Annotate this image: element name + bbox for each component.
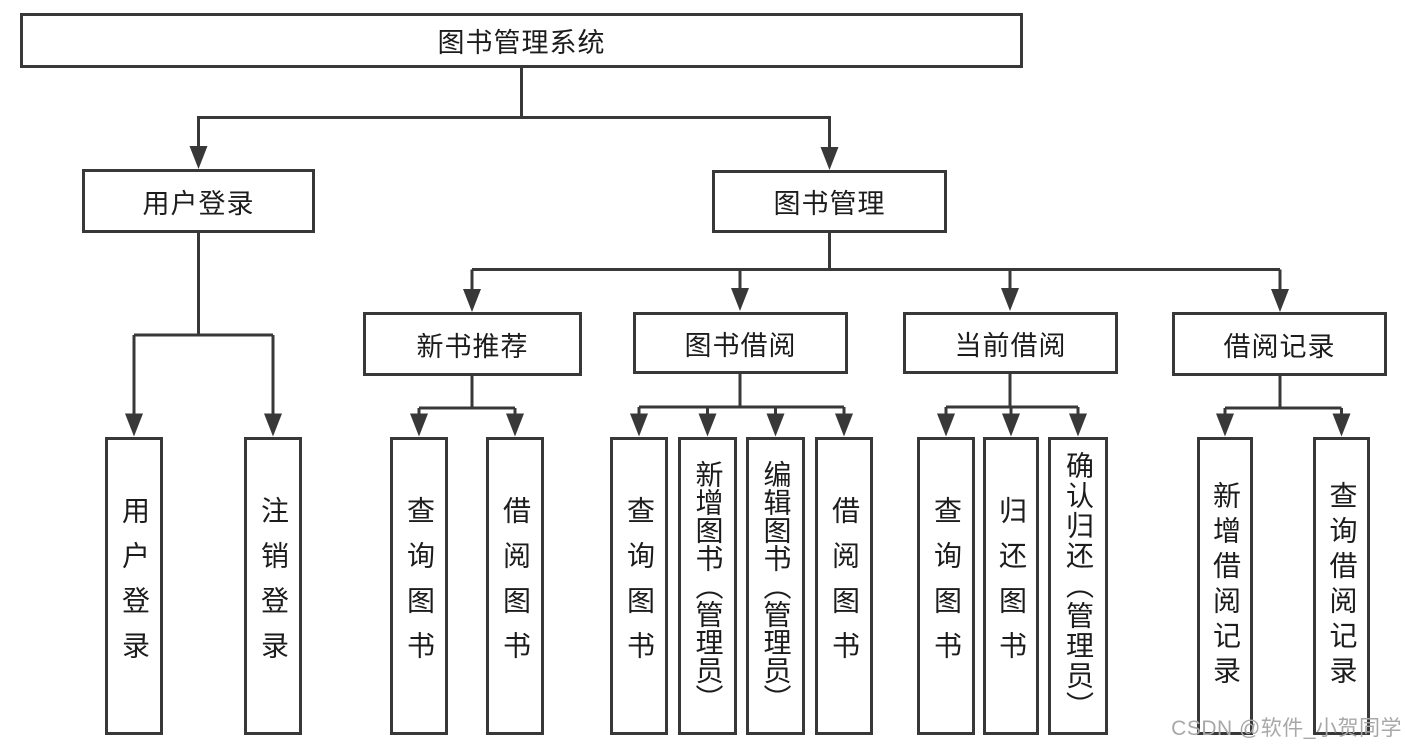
leaf-borrow-add-books-admin-label: 新增图书（管理员） (692, 460, 724, 712)
node-borrow-records-label: 借阅记录 (1223, 331, 1336, 362)
leaf-current-confirm-return-admin: 确认归还（管理员） (1048, 437, 1108, 735)
leaf-records-add-record: 新增借阅记录 (1197, 437, 1253, 735)
leaf-records-query-record-label: 查询借阅记录 (1326, 481, 1358, 691)
node-current-borrow: 当前借阅 (903, 312, 1118, 374)
leaf-current-return-books-label: 归还图书 (996, 496, 1027, 676)
leaf-user-login-label: 用户登录 (119, 496, 150, 676)
leaf-borrow-edit-books-admin-label: 编辑图书（管理员） (760, 460, 792, 712)
node-user-login: 用户登录 (82, 169, 315, 233)
leaf-current-query-books: 查询图书 (917, 437, 975, 735)
leaf-logout-label: 注销登录 (258, 496, 289, 676)
leaf-records-add-record-label: 新增借阅记录 (1210, 481, 1241, 691)
node-current-borrow-label: 当前借阅 (954, 330, 1067, 361)
leaf-records-query-record: 查询借阅记录 (1313, 437, 1370, 735)
leaf-borrow-borrow-books: 借阅图书 (815, 437, 873, 735)
leaf-recommend-borrow-books: 借阅图书 (486, 437, 544, 735)
node-new-book-recommend-label: 新书推荐 (416, 331, 529, 362)
leaf-current-return-books: 归还图书 (983, 437, 1039, 735)
node-library-management-system: 图书管理系统 (20, 13, 1023, 68)
leaf-user-login: 用户登录 (105, 437, 163, 735)
leaf-recommend-query-books: 查询图书 (390, 437, 448, 735)
node-library-management-system-label: 图书管理系统 (437, 28, 606, 58)
leaf-current-confirm-return-admin-label: 确认归还（管理员） (1063, 451, 1094, 721)
leaf-borrow-borrow-books-label: 借阅图书 (829, 496, 860, 676)
node-book-borrow: 图书借阅 (633, 312, 848, 374)
leaf-recommend-query-books-label: 查询图书 (404, 496, 435, 676)
node-new-book-recommend: 新书推荐 (363, 312, 582, 376)
leaf-current-query-books-label: 查询图书 (931, 496, 962, 676)
leaf-recommend-borrow-books-label: 借阅图书 (500, 496, 531, 676)
leaf-borrow-edit-books-admin: 编辑图书（管理员） (746, 437, 805, 735)
node-book-borrow-label: 图书借阅 (684, 330, 797, 361)
leaf-borrow-query-books-label: 查询图书 (624, 496, 655, 676)
leaf-borrow-add-books-admin: 新增图书（管理员） (678, 437, 737, 735)
node-user-login-label: 用户登录 (142, 188, 255, 219)
watermark: CSDN @软件_小贺同学 (1171, 717, 1402, 740)
node-book-management: 图书管理 (712, 170, 947, 233)
node-book-management-label: 图书管理 (773, 189, 886, 219)
leaf-logout: 注销登录 (244, 437, 302, 735)
node-borrow-records: 借阅记录 (1172, 312, 1387, 376)
leaf-borrow-query-books: 查询图书 (610, 437, 668, 735)
